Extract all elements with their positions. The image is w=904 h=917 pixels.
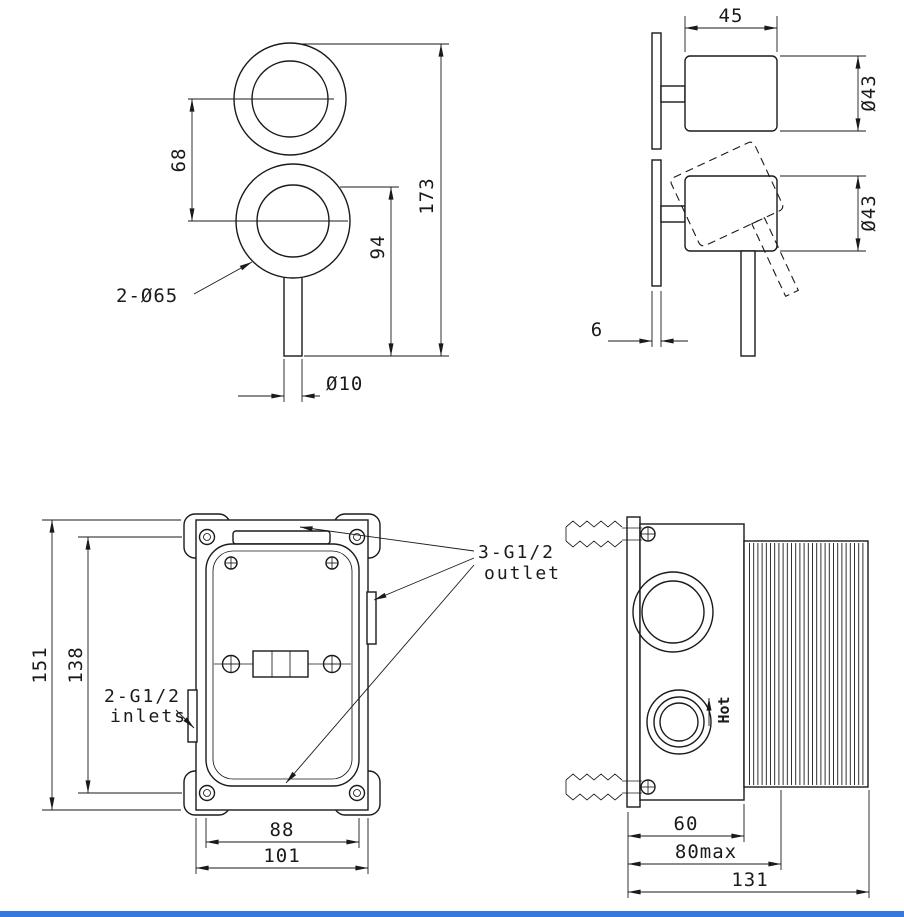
dim-stem-diameter-label: Ø10	[326, 373, 363, 395]
side-port-upper-inner	[641, 580, 705, 644]
knob-diameter-label: 2-Ø65	[116, 285, 178, 307]
wall-plate-upper	[651, 32, 662, 150]
dim-overall-height: 173	[302, 43, 449, 357]
dim-body-depth-45-label: 45	[719, 5, 744, 27]
dim-max-depth-label: 80max	[675, 841, 737, 863]
dim-body-width: 88	[205, 818, 360, 848]
dim-knob-spacing-label: 68	[168, 148, 190, 173]
dim-body-width-label: 88	[270, 819, 295, 841]
hot-marking: Hot	[706, 696, 733, 726]
upper-knob-stub	[660, 85, 686, 103]
dim-hole-spacing-label: 138	[65, 646, 87, 683]
dim-handle-height-label: 94	[367, 235, 389, 260]
wall-anchor-top	[565, 520, 656, 548]
cartridge-window	[252, 650, 309, 678]
inlet-label-line1: 2-G1/2	[104, 686, 181, 707]
knob-diameter-callout: 2-Ø65	[116, 261, 253, 307]
dim-upper-knob-diameter-label: Ø43	[858, 74, 880, 111]
dim-body-depth-60-label: 60	[674, 813, 699, 835]
dim-max-depth: 80max	[627, 790, 782, 870]
dim-bracket-width: 101	[195, 818, 369, 874]
valve-body-side	[639, 523, 745, 801]
dim-upper-knob-diameter: Ø43	[780, 55, 880, 132]
dim-lower-knob-diameter-label: Ø43	[858, 194, 880, 231]
wall-plate-lower	[651, 159, 662, 287]
dim-knob-spacing: 68	[168, 98, 348, 222]
inlet-callout: 2-G1/2 inlets	[104, 686, 195, 729]
dim-stem-diameter: Ø10	[238, 359, 363, 402]
dim-body-depth-60: 60	[627, 804, 745, 898]
dim-handle-height: 94	[340, 186, 399, 357]
view-valve-side: Hot 60 80max 131	[565, 516, 870, 898]
rotated-handle-phantom	[670, 141, 800, 298]
lower-lever-stem	[740, 250, 756, 357]
dim-bracket-width-label: 101	[263, 845, 300, 867]
valve-housing-inner	[212, 550, 353, 780]
wall-flange	[626, 516, 641, 808]
dim-overall-depth-label: 131	[731, 869, 768, 891]
dim-plate-thickness-label: 6	[591, 319, 603, 341]
side-port-upper-outer	[632, 571, 714, 653]
mounting-holes	[198, 528, 366, 802]
hot-marking-label: Hot	[715, 696, 733, 723]
outlet-label-line2: outlet	[484, 563, 561, 584]
inlet-label-line2: inlets	[110, 706, 187, 727]
ribbed-section-lines	[749, 543, 864, 785]
dim-hole-spacing: 138	[65, 536, 182, 794]
valve-housing-outer	[205, 543, 360, 787]
dim-overall-depth: 131	[627, 790, 870, 898]
depth-adjust-section	[743, 540, 869, 788]
inlet-port-left	[187, 689, 198, 743]
view-handle-front: 68 173 94 2-Ø65 Ø10	[116, 42, 449, 402]
view-valve-front: 151 138 88 101 3-G1/2 outlet	[29, 513, 561, 874]
outlet-port-top	[232, 530, 331, 545]
dim-body-depth-45: 45	[684, 5, 778, 52]
outlet-label-line1: 3-G1/2	[478, 542, 555, 563]
lower-knob-body	[684, 175, 778, 252]
upper-knob-body	[684, 55, 778, 132]
outlet-port-right	[366, 591, 377, 645]
dim-lower-knob-diameter: Ø43	[780, 175, 880, 252]
outlet-callout: 3-G1/2 outlet	[285, 526, 561, 784]
hot-inlet-inner	[659, 702, 699, 742]
dim-plate-thickness: 6	[591, 291, 688, 347]
lower-knob-stub	[660, 205, 686, 223]
view-handle-side: 45 Ø43 Ø43 6	[591, 5, 880, 357]
hot-inlet-outer	[646, 689, 712, 755]
dim-bracket-height: 151	[29, 519, 181, 811]
bottom-accent-strip	[0, 911, 904, 917]
dim-bracket-height-label: 151	[29, 646, 51, 683]
hot-inlet-mid	[653, 696, 705, 748]
dim-overall-height-label: 173	[416, 177, 438, 214]
